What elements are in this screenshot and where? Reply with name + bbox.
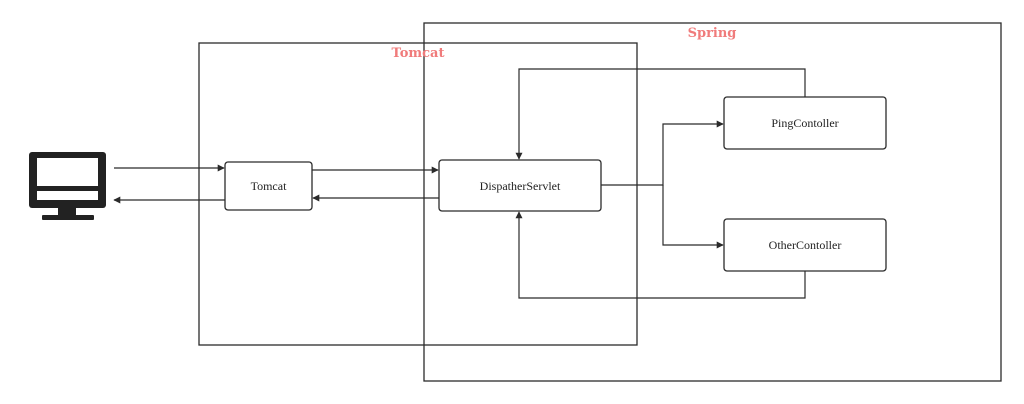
spring-region-label: Spring bbox=[688, 26, 737, 41]
monitor-icon bbox=[29, 152, 106, 220]
edge-other-return bbox=[515, 211, 806, 299]
tomcat-node: Tomcat bbox=[224, 161, 313, 211]
dispatcher-servlet-label: DispatherServlet bbox=[480, 179, 561, 193]
edge-ping-return bbox=[515, 68, 806, 160]
tomcat-node-label: Tomcat bbox=[251, 179, 287, 193]
edge-dispatcher-to-ping bbox=[601, 120, 724, 186]
tomcat-region-label: Tomcat bbox=[392, 46, 445, 61]
dispatcher-servlet-node: DispatherServlet bbox=[438, 159, 602, 212]
ping-controller-label: PingContoller bbox=[771, 116, 838, 130]
other-controller-label: OtherContoller bbox=[769, 238, 842, 252]
spring-region bbox=[423, 22, 1002, 382]
other-controller-node: OtherContoller bbox=[723, 218, 887, 272]
tomcat-region bbox=[198, 42, 638, 346]
edge-dispatcher-to-other bbox=[662, 185, 724, 249]
ping-controller-node: PingContoller bbox=[723, 96, 887, 150]
